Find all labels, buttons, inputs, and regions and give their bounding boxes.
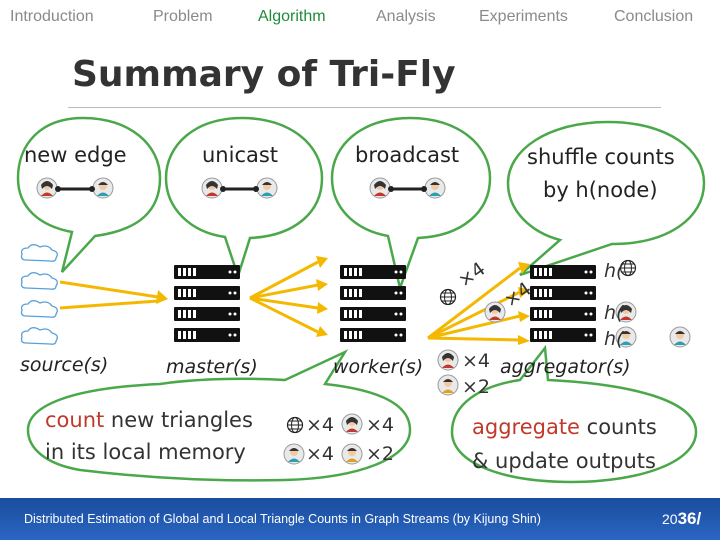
page-prefix: 20 (662, 511, 678, 527)
nav-item-problem[interactable]: Problem (153, 8, 213, 25)
unicast-people (201, 177, 278, 199)
bubble-agg-note (450, 344, 698, 484)
bubble-shuffle-line2: by h(node) (543, 178, 658, 202)
note-person-b-icon (341, 443, 363, 465)
diagram-canvas (16, 116, 706, 484)
note-person-c-mult: ×4 (306, 443, 335, 465)
note-person-a-icon (341, 413, 363, 435)
worker-count-person-b-icon (437, 374, 459, 396)
bubble-new-edge (16, 116, 162, 273)
bubble-shuffle (506, 120, 706, 277)
new-edge-people (36, 177, 114, 199)
nav-item-introduction[interactable]: Introduction (10, 8, 94, 25)
hash-label-1: h( (604, 260, 624, 282)
bubble-broadcast-label: broadcast (355, 143, 460, 167)
footer-bar: Distributed Estimation of Global and Loc… (0, 498, 720, 540)
nav-item-experiments[interactable]: Experiments (479, 8, 568, 25)
worker-note-highlight: count (45, 408, 105, 432)
note-person-a-mult: ×4 (366, 414, 395, 436)
agg-note-highlight: aggregate (472, 415, 580, 439)
agg-note-line1: aggregate counts (472, 412, 657, 442)
worker-label: worker(s) (333, 356, 424, 378)
agg-note-line2: & update outputs (472, 449, 656, 473)
worker-note-line2: in its local memory (45, 440, 246, 464)
note-person-c-icon (283, 443, 305, 465)
bubble-unicast-label: unicast (202, 143, 279, 167)
page-value: 36/ (677, 509, 702, 528)
master-rack (174, 265, 240, 342)
section-nav: Introduction Problem Algorithm Analysis … (0, 8, 720, 32)
slide-title: Summary of Tri-Fly (72, 54, 456, 95)
hash-label-2: h( (604, 302, 624, 324)
worker-rack (340, 265, 406, 342)
bubble-shuffle-line1: shuffle counts (527, 145, 675, 169)
source-clouds (20, 244, 58, 345)
page-number: 2036/ (662, 509, 701, 529)
bubble-unicast (164, 116, 324, 281)
note-globe-mult: ×4 (306, 414, 335, 436)
aggregator-label: aggregator(s) (500, 356, 631, 378)
source-label: source(s) (20, 354, 109, 376)
bubble-new-edge-label: new edge (24, 143, 127, 167)
title-rule (68, 107, 661, 108)
nav-item-analysis[interactable]: Analysis (376, 8, 436, 25)
worker-count-person-a-icon (437, 349, 459, 371)
worker-count-x4: ×4 (462, 350, 491, 372)
note-person-b-mult: ×2 (366, 443, 395, 465)
globe-icon (439, 288, 457, 306)
master-label: master(s) (166, 356, 258, 378)
arrow-heads (156, 256, 530, 345)
agg-note-rest: counts (579, 415, 657, 439)
hash-person-icon-3 (669, 326, 691, 348)
nav-item-algorithm[interactable]: Algorithm (258, 8, 326, 25)
aggregator-rack (530, 265, 596, 342)
bubble-broadcast (330, 116, 492, 293)
nav-item-conclusion[interactable]: Conclusion (614, 8, 694, 25)
bubble-worker-note (26, 349, 412, 482)
note-globe-icon (286, 416, 304, 434)
worker-note-line1: count new triangles (45, 405, 253, 435)
footer-citation: Distributed Estimation of Global and Loc… (24, 512, 541, 526)
flow-arrows (59, 260, 521, 342)
broadcast-people (369, 177, 446, 199)
worker-note-rest: new triangles (104, 408, 253, 432)
hash-label-3: h( (604, 328, 624, 350)
person-icon (484, 301, 506, 323)
worker-count-x2: ×2 (462, 376, 491, 398)
